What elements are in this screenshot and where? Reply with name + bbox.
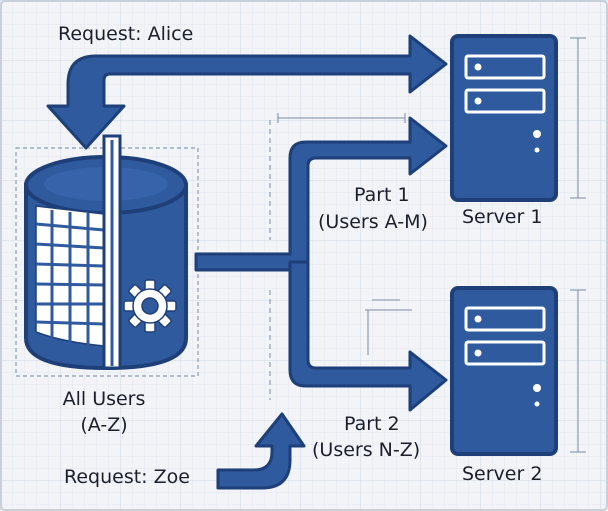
server1-label: Server 1: [462, 206, 543, 228]
server-1-icon: [450, 34, 558, 202]
part2-label: Part 2: [344, 413, 400, 435]
arrow-split: [194, 116, 448, 412]
guide-lines: [269, 37, 586, 453]
part1-label: Part 1: [354, 184, 410, 206]
all-users-range-label: (A-Z): [80, 414, 128, 436]
all-users-label: All Users: [62, 388, 146, 410]
part2-range-label: (Users N-Z): [312, 439, 421, 461]
gear-icon: [123, 279, 177, 333]
database-icon: [24, 134, 188, 371]
request-zoe-label: Request: Zoe: [64, 466, 190, 488]
server-2-icon: [450, 286, 558, 456]
server2-label: Server 2: [462, 463, 543, 485]
part1-range-label: (Users A-M): [318, 211, 428, 233]
arrow-request-zoe: [216, 412, 306, 490]
arrow-request-alice: [46, 34, 448, 150]
request-alice-label: Request: Alice: [58, 23, 194, 45]
